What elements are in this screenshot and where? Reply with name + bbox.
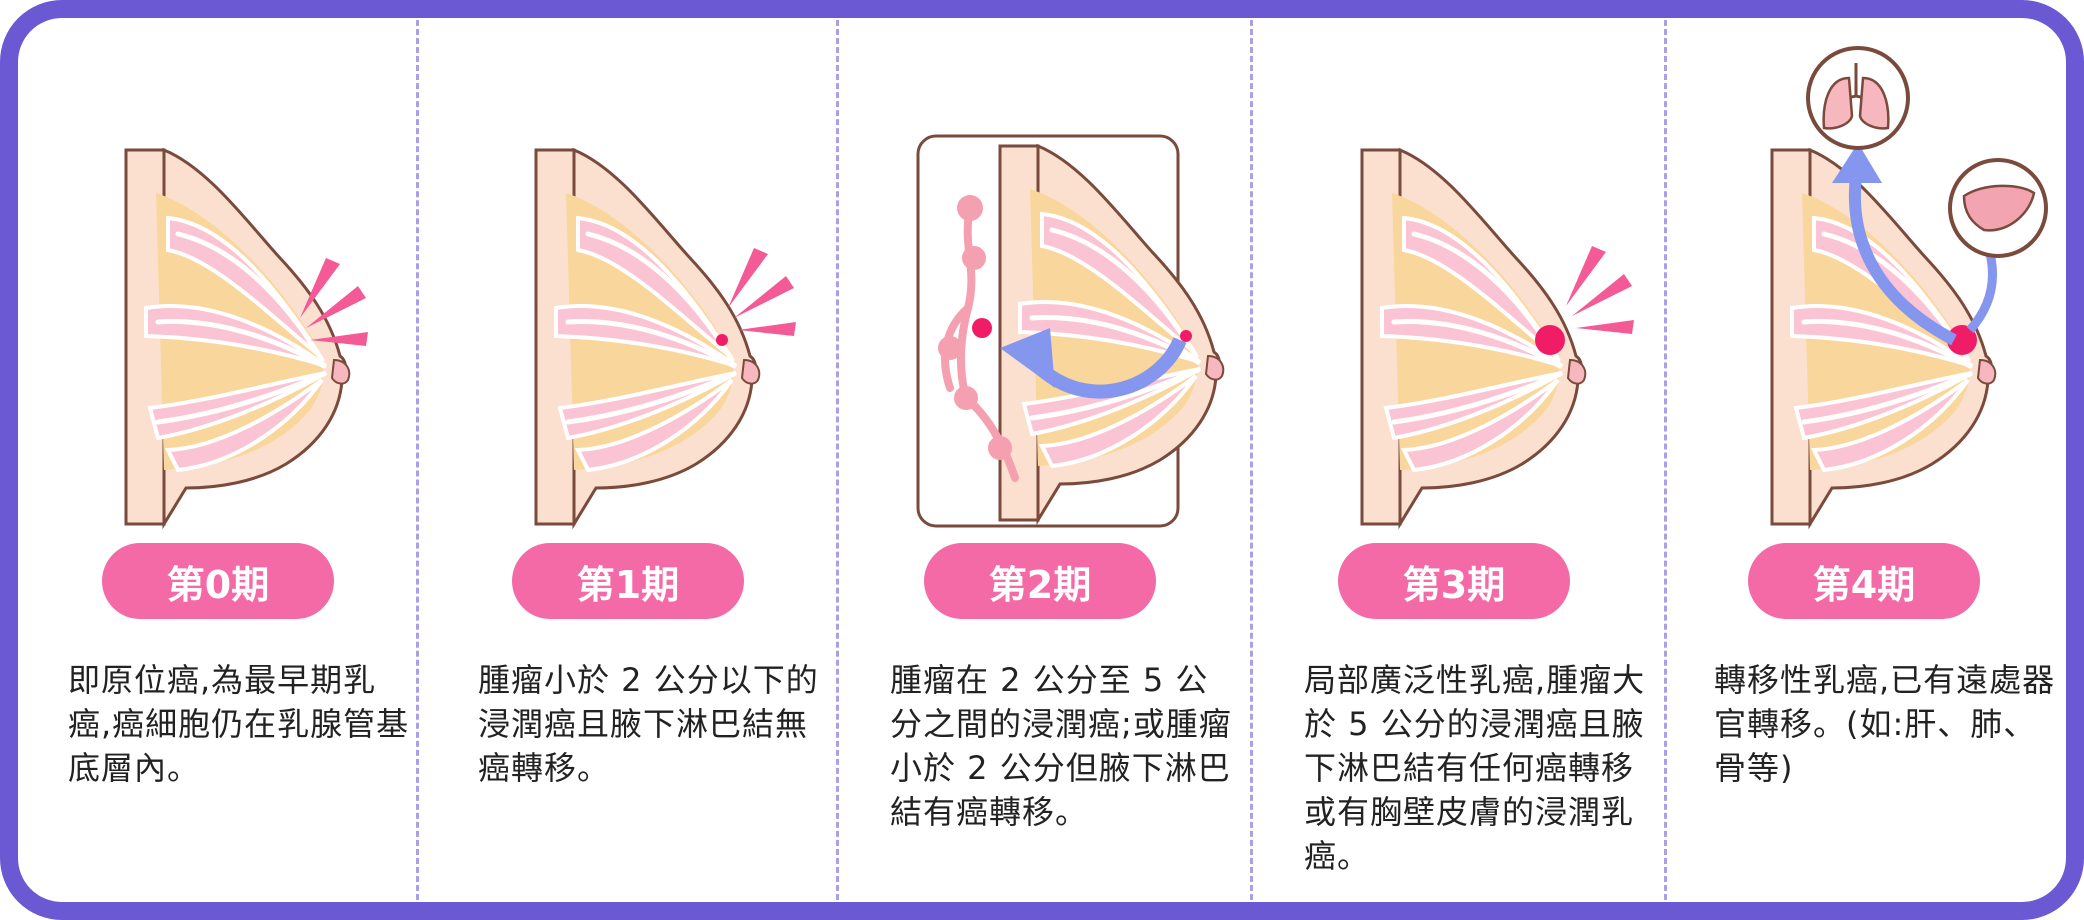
tumor-mark [1947,325,1977,355]
stage-3: 第3期 局部廣泛性乳癌,腫瘤大於 5 公分的浸潤癌且腋下淋巴結有任何癌轉移或有胸… [1254,18,1664,902]
stage-divider [416,20,419,900]
stage-4: 第4期 轉移性乳癌,已有遠處器官轉移。(如:肝、肺、骨等) [1664,18,2066,902]
breast-illustration [428,18,796,548]
spread-arrow-icon [1000,328,1187,399]
stage-1: 第1期 腫瘤小於 2 公分以下的浸潤癌且腋下淋巴結無癌轉移。 [428,18,838,902]
stage-divider [1250,20,1253,900]
stage-description: 轉移性乳癌,已有遠處器官轉移。(如:肝、肺、骨等) [1714,661,2056,787]
breast-illustration [18,18,368,548]
stage-label: 第0期 [102,543,334,619]
stage-description: 即原位癌,為最早期乳癌,癌細胞仍在乳腺管基底層內。 [68,661,410,787]
stage-label: 第3期 [1338,543,1570,619]
breast-illustration [1254,18,1634,548]
alert-burst-icon [1566,246,1634,334]
lymph-node-tumor [972,318,992,338]
stage-description: 腫瘤小於 2 公分以下的浸潤癌且腋下淋巴結無癌轉移。 [478,661,819,787]
stage-label: 第1期 [512,543,744,619]
breast-illustration [916,134,1250,528]
stage-2: 第2期 腫瘤在 2 公分至 5 公分之間的浸潤癌;或腫瘤小於 2 公分但腋下淋巴… [840,18,1250,902]
stage-0: 第0期 即原位癌,為最早期乳癌,癌細胞仍在乳腺管基底層內。 [18,18,428,902]
stage-description: 局部廣泛性乳癌,腫瘤大於 5 公分的浸潤癌且腋下淋巴結有任何癌轉移或有胸壁皮膚的… [1304,661,1646,875]
stage-label: 第2期 [924,543,1156,619]
tumor-mark [716,334,728,346]
stage-divider [1664,20,1667,900]
stage-label: 第4期 [1748,543,1980,619]
lung-icon [1806,46,1910,150]
breast-illustration [1664,46,2048,548]
liver-icon [1948,158,2048,258]
tumor-mark [1180,330,1192,342]
stage-divider [836,20,839,900]
tumor-mark [1535,325,1565,355]
stage-description: 腫瘤在 2 公分至 5 公分之間的浸潤癌;或腫瘤小於 2 公分但腋下淋巴結有癌轉… [890,661,1232,831]
lymph-chain [938,195,1019,482]
